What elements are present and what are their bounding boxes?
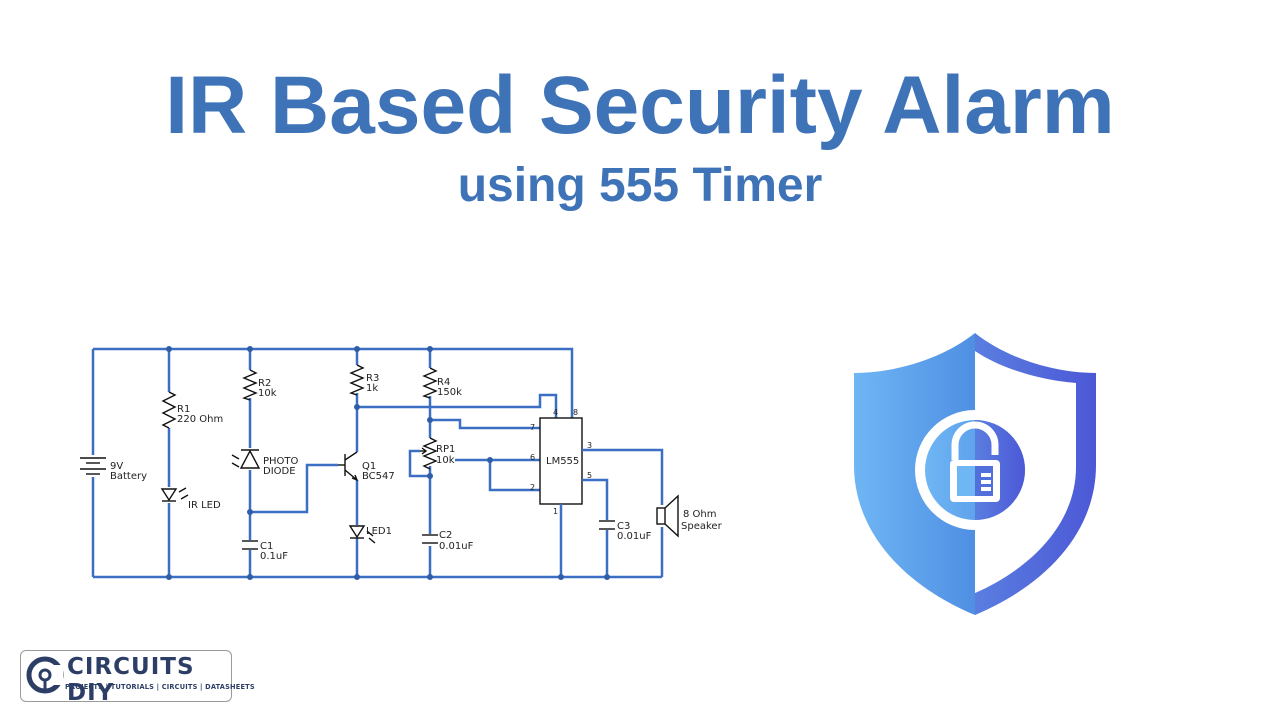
pin-4: 4: [553, 408, 558, 417]
rp1-value: 10k: [436, 455, 455, 466]
c3-ref: C3: [617, 521, 630, 532]
c2-capacitor: [422, 534, 438, 544]
c3-capacitor: [599, 520, 615, 530]
r2-ref: R2: [258, 378, 271, 389]
r2-resistor: [242, 369, 258, 401]
battery-ref: 9V: [110, 461, 123, 472]
rp1-potentiometer: [420, 437, 438, 470]
speaker-line2: Speaker: [681, 521, 723, 532]
shield-lock-icon: [854, 333, 1096, 615]
speaker-line1: 8 Ohm: [683, 509, 717, 520]
led1-symbol: [348, 525, 376, 544]
q1-ref: Q1: [362, 461, 376, 472]
pin-3: 3: [587, 441, 592, 450]
pin-1: 1: [553, 507, 558, 516]
r1-resistor: [161, 391, 177, 429]
r2-branch-wire: [248, 349, 338, 577]
c1-ref: C1: [260, 541, 273, 552]
page-subtitle: using 555 Timer: [457, 159, 823, 212]
ir-led-label: IR LED: [188, 500, 221, 511]
rp1-ref: RP1: [436, 444, 455, 455]
r4-value: 150k: [437, 387, 462, 398]
r3-resistor: [349, 364, 365, 396]
c2-ref: C2: [439, 530, 452, 541]
battery-desc: Battery: [110, 471, 147, 482]
threshold-trigger-wire: [455, 458, 540, 492]
photodiode-symbol: [231, 449, 261, 469]
pin-5: 5: [587, 471, 592, 480]
ir-led-symbol: [160, 487, 189, 502]
c2-value: 0.01uF: [439, 541, 474, 552]
r1-value: 220 Ohm: [177, 414, 223, 425]
r3-branch-wire: [355, 349, 558, 577]
c1-capacitor: [242, 540, 258, 550]
pin-8: 8: [573, 408, 578, 417]
pin-7: 7: [530, 423, 535, 432]
logo-tagline: PROJECTS | TUTORIALS | CIRCUITS | DATASH…: [65, 683, 255, 691]
pin-6: 6: [530, 453, 535, 462]
r4-ref: R4: [437, 377, 450, 388]
logo-name: CIRCUITS DIY: [67, 654, 195, 706]
c3-value: 0.01uF: [617, 531, 652, 542]
c1-value: 0.1uF: [260, 551, 288, 562]
lm555-pin-labels: 4 8 7 6 2 3 5 1: [530, 408, 592, 516]
q1-value: BC547: [362, 471, 395, 482]
photodiode-line1: PHOTO: [263, 456, 299, 467]
r2-value: 10k: [258, 388, 277, 399]
pin-2: 2: [530, 483, 535, 492]
battery-symbol: [80, 457, 106, 475]
photodiode-line2: DIODE: [263, 466, 296, 477]
r1-ref: R1: [177, 404, 190, 415]
page-title: IR Based Security Alarm: [165, 60, 1115, 151]
r3-value: 1k: [366, 383, 378, 394]
circuits-diy-logo[interactable]: CIRCUITS DIY PROJECTS | TUTORIALS | CIRC…: [20, 650, 255, 706]
lm555-label: LM555: [546, 456, 579, 467]
speaker-symbol: [656, 494, 679, 538]
c3-branch-wire: [582, 478, 609, 577]
led1-ref: LED1: [366, 526, 392, 537]
junction-dots: [166, 346, 610, 580]
r3-ref: R3: [366, 373, 379, 384]
q1-transistor: [338, 451, 359, 482]
speaker-wire: [582, 448, 664, 577]
circuits-diy-logo-icon: [26, 656, 64, 694]
r4-resistor: [422, 367, 438, 399]
